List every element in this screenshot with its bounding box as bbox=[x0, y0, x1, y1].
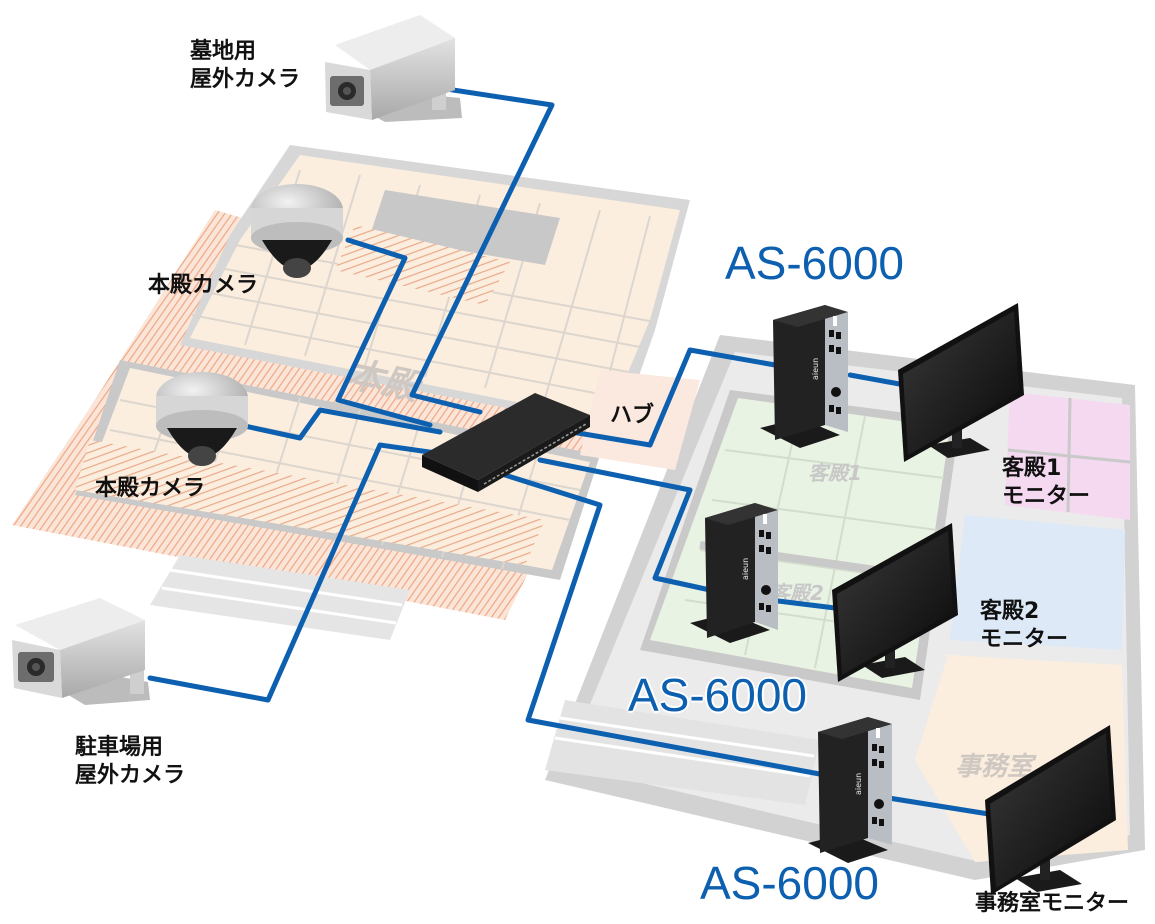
office-monitor-label: 事務室モニター bbox=[975, 891, 1130, 916]
parking-camera-label: 駐車場用 屋外カメラ bbox=[75, 734, 185, 790]
recorder-3-brand: aieun bbox=[854, 773, 863, 795]
guest-hall-1-floor-label: 客殿1 bbox=[808, 461, 862, 485]
cable-graveyard-camera bbox=[409, 85, 555, 415]
recorder-1-title: AS-6000 bbox=[725, 237, 905, 289]
network-hub bbox=[422, 393, 590, 492]
parking-outdoor-camera bbox=[12, 598, 150, 705]
recorder-3-title: AS-6000 bbox=[700, 857, 880, 909]
guest-hall-2-monitor-label: 客殿2 モニター bbox=[980, 598, 1068, 654]
cable-monitor-2 bbox=[767, 597, 838, 611]
guest-hall-1-monitor-label-line1: 客殿1 bbox=[1002, 456, 1062, 481]
cable-recorder-1 bbox=[557, 347, 778, 448]
graveyard-camera-label: 墓地用 屋外カメラ bbox=[190, 38, 300, 94]
recorder-as6000-2: aieun bbox=[690, 503, 778, 643]
cable-main-hall-camera-1 bbox=[335, 237, 433, 428]
main-hall-camera-1-label: 本殿カメラ bbox=[148, 273, 259, 298]
guest-hall-1-monitor bbox=[898, 303, 1024, 462]
graveyard-camera-label-line2: 屋外カメラ bbox=[190, 67, 301, 92]
parking-camera-label-line2: 屋外カメラ bbox=[75, 763, 186, 788]
guest-hall-2-monitor-label-line2: モニター bbox=[980, 627, 1069, 652]
guest-hall-2-monitor-label-line1: 客殿2 bbox=[980, 599, 1040, 624]
recorder-as6000-1: aieun bbox=[760, 305, 848, 448]
cable-recorder-2 bbox=[537, 457, 713, 593]
guest-hall-2-monitor bbox=[832, 523, 958, 682]
recorder-1-brand: aieun bbox=[811, 358, 820, 380]
cable-monitor-1 bbox=[847, 372, 908, 388]
cable-parking-camera bbox=[147, 442, 453, 703]
guest-hall-1-monitor-label: 客殿1 モニター bbox=[1002, 455, 1090, 511]
office-monitor bbox=[985, 725, 1116, 895]
recorder-2-brand: aieun bbox=[741, 558, 750, 580]
main-hall-floorplan: 本殿 bbox=[12, 145, 690, 640]
office-floor-label: 事務室 bbox=[955, 752, 1037, 782]
main-hall-camera-2-label: 本殿カメラ bbox=[95, 476, 206, 501]
graveyard-camera-label-line1: 墓地用 bbox=[190, 39, 257, 64]
hub-label: ハブ bbox=[610, 402, 654, 428]
network-cables bbox=[147, 85, 998, 818]
parking-camera-label-line1: 駐車場用 bbox=[75, 735, 164, 760]
recorder-2-title: AS-6000 bbox=[628, 669, 808, 721]
cable-main-hall-camera-2 bbox=[237, 407, 443, 441]
main-hall-dome-camera-2 bbox=[156, 372, 248, 466]
guest-hall-1-monitor-label-line2: モニター bbox=[1002, 484, 1091, 509]
recorder-as6000-3: aieun bbox=[808, 717, 892, 863]
cable-recorder-3 bbox=[502, 472, 828, 778]
graveyard-outdoor-camera bbox=[325, 15, 462, 122]
main-hall-dome-camera-1 bbox=[251, 184, 343, 278]
